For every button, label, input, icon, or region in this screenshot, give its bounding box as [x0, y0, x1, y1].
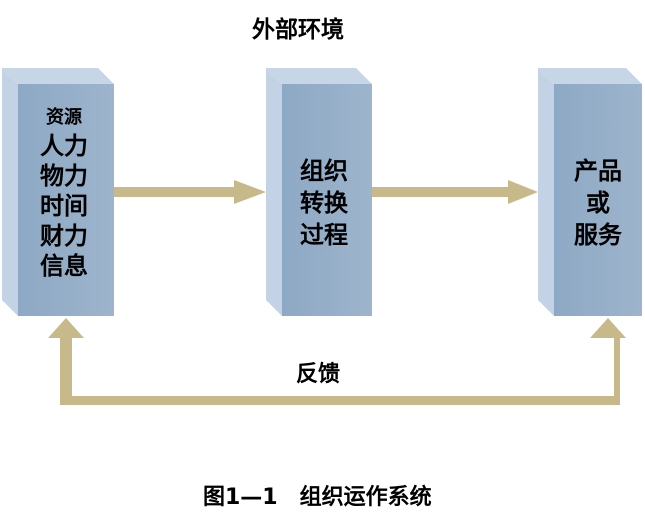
output-line-1: 产品	[574, 157, 622, 185]
resources-header: 资源	[46, 107, 82, 128]
feedback-label: 反馈	[296, 362, 341, 387]
process-line-3: 过程	[300, 221, 348, 249]
diagram-title: 外部环境	[252, 17, 344, 43]
process-line-2: 转换	[300, 189, 348, 217]
output-box-side	[538, 68, 554, 316]
resources-box-front	[18, 84, 114, 316]
arrow-process-to-output	[372, 180, 538, 204]
output-box-text: 产品 或 服务	[550, 155, 645, 251]
arrow-resources-to-process	[114, 180, 266, 204]
output-line-3: 服务	[574, 221, 622, 249]
output-box	[538, 68, 642, 316]
resources-box-side	[2, 68, 18, 316]
process-box-text: 组织 转换 过程	[276, 155, 372, 251]
resources-box	[2, 68, 114, 316]
process-box-front	[282, 84, 372, 316]
output-line-2: 或	[586, 189, 610, 217]
process-box	[266, 68, 372, 316]
resources-line-5: 信息	[40, 252, 88, 280]
resources-line-1: 人力	[40, 132, 88, 160]
feedback-loop-arrow	[48, 318, 626, 405]
resources-line-2: 物力	[40, 162, 88, 190]
figure-caption: 图1—1 组织运作系统	[203, 479, 432, 511]
output-box-top	[538, 68, 642, 84]
figure-caption-text: 组织运作系统	[299, 485, 432, 510]
process-box-side	[266, 68, 282, 316]
resources-line-4: 财力	[40, 222, 88, 250]
process-box-top	[266, 68, 372, 84]
output-box-front	[554, 84, 642, 316]
figure-number: 图1—1	[203, 485, 278, 510]
resources-line-3: 时间	[40, 192, 88, 220]
resources-box-top	[2, 68, 114, 84]
process-line-1: 组织	[300, 157, 348, 185]
resources-box-text: 资源 人力 物力 时间 财力 信息	[16, 105, 112, 281]
